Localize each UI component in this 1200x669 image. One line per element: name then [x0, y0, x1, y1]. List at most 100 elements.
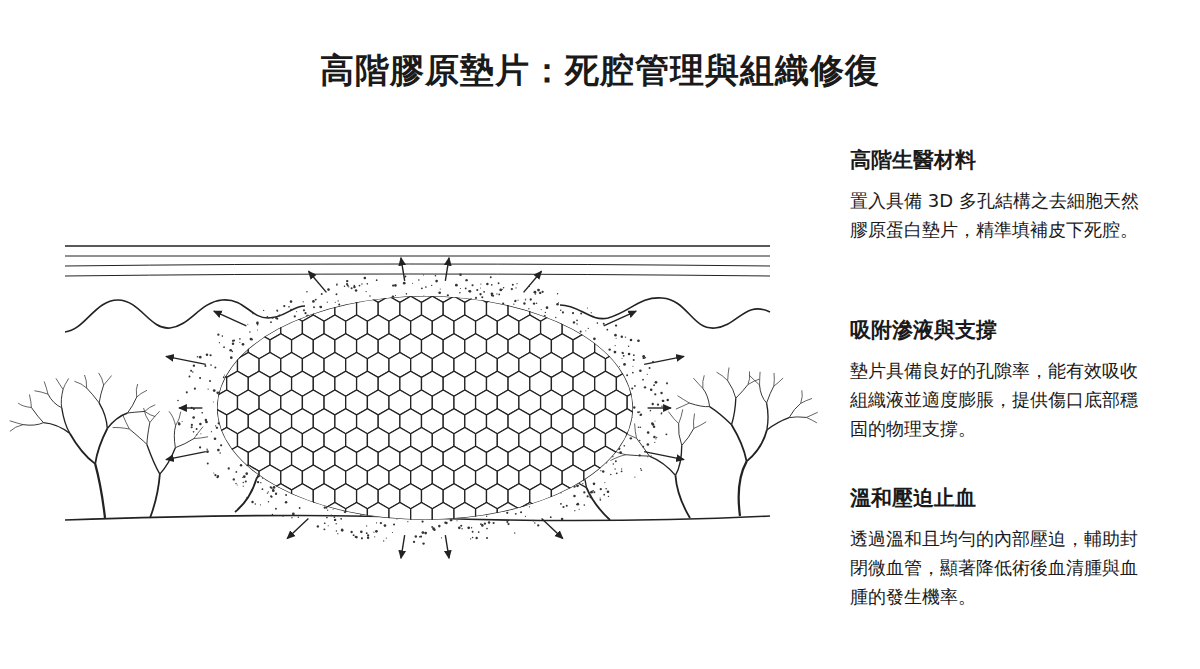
exudate-dot	[275, 493, 277, 495]
exudate-dot	[294, 315, 296, 317]
vessel-branch	[150, 474, 160, 518]
exudate-dot	[593, 483, 596, 486]
expansion-arrow	[648, 407, 671, 408]
exudate-dot	[359, 285, 361, 287]
exudate-dot	[657, 404, 659, 406]
exudate-dot	[633, 406, 635, 408]
exudate-dot	[644, 386, 646, 388]
pore-cell	[476, 278, 498, 303]
exudate-dot	[597, 322, 599, 324]
exudate-dot	[577, 503, 580, 506]
exudate-dot	[192, 371, 194, 373]
exudate-dot	[242, 343, 245, 346]
section-body: 透過溫和且均勻的內部壓迫，輔助封閉微血管，顯著降低術後血清腫與血腫的發生機率。	[850, 524, 1150, 611]
exudate-dot	[637, 339, 640, 342]
exudate-dot	[498, 294, 500, 296]
exudate-dot	[633, 359, 635, 361]
exudate-dot	[239, 338, 241, 340]
exudate-dot	[537, 524, 539, 526]
exudate-dot	[312, 300, 315, 303]
exudate-dot	[588, 328, 589, 329]
pore-cell	[302, 503, 324, 528]
section-body: 墊片具備良好的孔隙率，能有效吸收組織液並適度膨脹，提供傷口底部穩固的物理支撐。	[850, 356, 1150, 443]
exudate-dot	[193, 364, 195, 366]
exudate-dot	[178, 422, 180, 424]
vessel-branch	[678, 424, 681, 446]
pore-cell	[497, 278, 519, 303]
exudate-dot	[361, 283, 362, 284]
vessel-branch	[728, 368, 729, 381]
exudate-dot	[242, 477, 243, 478]
exudate-dot	[279, 315, 281, 317]
exudate-dot	[472, 531, 474, 533]
exudate-dot	[650, 410, 651, 411]
exudate-dot	[536, 303, 537, 304]
exudate-dot	[662, 400, 664, 402]
exudate-dot	[639, 411, 641, 413]
exudate-dot	[367, 283, 369, 285]
exudate-dot	[440, 288, 441, 289]
vessel-branch	[748, 371, 750, 384]
vessel-branch	[104, 376, 112, 386]
expansion-arrow	[644, 356, 684, 364]
exudate-dot	[418, 279, 420, 281]
pore-cell	[270, 484, 292, 509]
exudate-dot	[228, 467, 230, 469]
vessel-branch	[113, 428, 130, 430]
exudate-dot	[506, 512, 508, 514]
exudate-dot	[320, 306, 322, 308]
vessel-branch	[10, 425, 23, 432]
section-heading: 高階生醫材料	[850, 146, 976, 174]
exudate-dot	[514, 300, 516, 302]
exudate-dot	[450, 519, 452, 521]
exudate-dot	[600, 497, 601, 498]
exudate-dot	[603, 494, 605, 496]
exudate-dot	[340, 518, 342, 520]
exudate-dot	[324, 523, 325, 524]
exudate-dot	[235, 471, 237, 473]
vessel-branch	[150, 411, 160, 422]
exudate-dot	[252, 313, 253, 314]
vessel-branch	[99, 385, 104, 403]
exudate-dot	[337, 533, 338, 534]
exudate-dot	[603, 323, 605, 325]
exudate-dot	[190, 370, 192, 372]
vessel-branch	[145, 405, 156, 412]
exudate-dot	[523, 302, 525, 304]
exudate-dot	[206, 449, 207, 450]
exudate-dot	[583, 491, 585, 493]
expansion-arrows	[166, 258, 684, 558]
exudate-dot	[216, 427, 218, 429]
exudate-dot	[455, 284, 458, 287]
exudate-dot	[583, 504, 585, 506]
exudate-dot	[288, 306, 290, 308]
exudate-dot	[193, 431, 195, 433]
exudate-dot	[600, 470, 601, 471]
exudate-dot	[365, 291, 366, 292]
exudate-dot	[444, 522, 446, 524]
vessel-branch	[586, 488, 610, 520]
exudate-dot	[260, 504, 261, 505]
exudate-dot	[573, 321, 575, 323]
pore-cell	[584, 315, 606, 340]
expansion-arrow	[214, 311, 246, 326]
exudate-dot	[470, 538, 471, 539]
exudate-dot	[199, 423, 202, 426]
exudate-dot	[220, 444, 222, 446]
vessel-branch	[748, 379, 759, 384]
exudate-dot	[478, 531, 480, 533]
exudate-dot	[196, 434, 197, 435]
exudate-dot	[541, 291, 543, 293]
exudate-dot	[638, 427, 640, 429]
exudate-dot	[285, 501, 288, 504]
exudate-dot	[422, 531, 425, 534]
exudate-dot	[580, 312, 582, 314]
pore-cell	[292, 484, 314, 509]
exudate-dot	[250, 338, 253, 341]
exudate-dot	[640, 414, 642, 416]
exudate-dot	[367, 534, 369, 536]
exudate-dot	[211, 431, 212, 432]
exudate-dot	[209, 354, 211, 356]
exudate-dot	[207, 462, 209, 464]
exudate-dot	[634, 477, 635, 478]
